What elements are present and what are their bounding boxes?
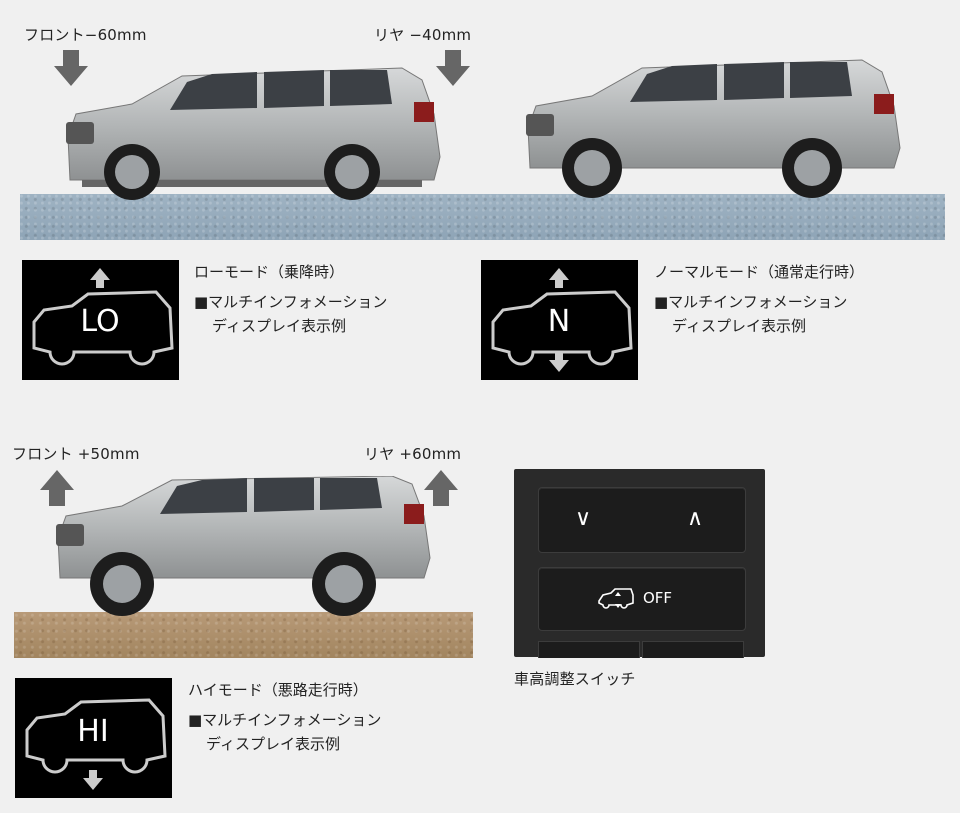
front-height-label: フロント +50mm: [12, 445, 140, 463]
down-arrow-icon: [436, 50, 470, 86]
mode-caption: ノーマルモード（通常走行時） ■マルチインフォメーション ディスプレイ表示例: [654, 260, 864, 338]
height-control-switch-panel: ∨ ∧ OFF: [514, 469, 765, 658]
mode-caption-title: ローモード（乗降時）: [194, 263, 345, 281]
rear-height-label: リヤ −40mm: [374, 26, 472, 44]
lower-button-edge: [538, 641, 640, 658]
height-off-button[interactable]: OFF: [538, 567, 746, 631]
mode-caption: ローモード（乗降時） ■マルチインフォメーション ディスプレイ表示例: [194, 260, 387, 338]
switch-caption: 車高調整スイッチ: [514, 670, 636, 688]
suv-lift-icon: [598, 588, 634, 609]
mode-caption-line1: ■マルチインフォメーション: [654, 293, 848, 311]
suv-lowered-image: [66, 67, 441, 200]
down-arrow-icon: [54, 50, 88, 86]
mode-caption: ハイモード（悪路走行時） ■マルチインフォメーション ディスプレイ表示例: [188, 678, 381, 756]
up-arrow-icon: [40, 470, 74, 506]
up-chevron-icon[interactable]: ∧: [687, 506, 704, 531]
ground-surface: [20, 194, 945, 240]
front-height-label: フロント−60mm: [24, 26, 147, 44]
mode-display-lo: LO: [22, 260, 179, 380]
mode-caption-line1: ■マルチインフォメーション: [188, 711, 382, 729]
mode-caption-title: ノーマルモード（通常走行時）: [654, 263, 865, 281]
mode-label: LO: [80, 304, 120, 339]
car-outline-icon: [32, 268, 174, 366]
mode-caption-line2: ディスプレイ表示例: [672, 317, 806, 335]
mode-display-n: N: [481, 260, 638, 380]
lower-button-edge: [642, 641, 744, 658]
mode-label: HI: [77, 714, 109, 749]
height-adjust-buttons[interactable]: ∨ ∧: [538, 487, 746, 553]
off-label: OFF: [643, 589, 673, 607]
down-chevron-icon[interactable]: ∨: [575, 506, 592, 531]
suv-normal-image: [526, 59, 901, 198]
mode-label: N: [547, 304, 571, 339]
car-outline-icon: [491, 268, 633, 372]
car-outline-icon: [25, 698, 167, 790]
suv-raised-image: [56, 476, 431, 616]
mode-caption-line2: ディスプレイ表示例: [212, 317, 346, 335]
mode-caption-line2: ディスプレイ表示例: [206, 735, 340, 753]
rear-height-label: リヤ +60mm: [364, 445, 462, 463]
dirt-ground: [14, 612, 473, 658]
mode-caption-line1: ■マルチインフォメーション: [194, 293, 388, 311]
mode-caption-title: ハイモード（悪路走行時）: [188, 681, 368, 699]
up-arrow-icon: [424, 470, 458, 506]
mode-display-hi: HI: [15, 678, 172, 798]
